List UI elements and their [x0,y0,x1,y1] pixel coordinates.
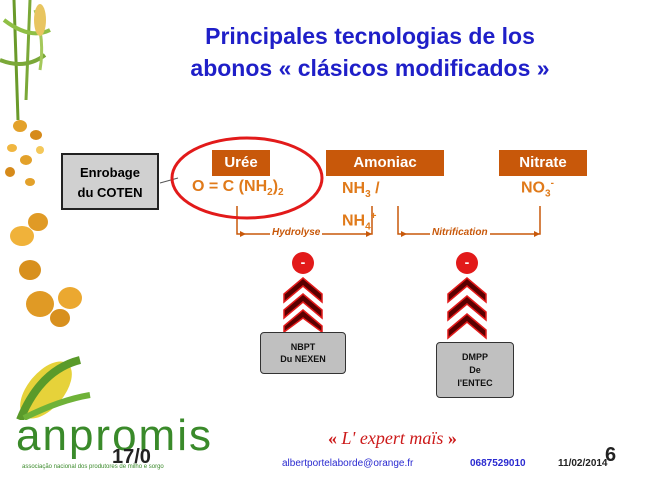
uree-formula-sub: 2 [267,187,273,199]
nitrate-formula-text: NO [521,179,545,197]
amoniac-formula-a: NH [342,180,366,197]
nitrate-formula-sup: - [550,178,554,189]
slogan-quote-close: » [447,428,457,448]
hydrolyse-label: Hydrolyse [270,227,323,238]
amoniac-formula-b: NH [342,212,366,230]
amoniac-label: Amoniac [326,150,444,176]
inhibitor-2-minus-icon: - [456,252,478,274]
amoniac-formula: NH3 / NH4+ [342,178,380,239]
amoniac-formula-b-sub: 4 [365,221,371,233]
corn-decoration-icon [0,0,91,420]
inhibitor-2-line-3: l'ENTEC [457,378,493,388]
inhibitor-2-box: DMPP De l'ENTEC [436,342,514,398]
uree-formula-end-sub: 2 [278,187,284,199]
nitrification-label: Nitrification [430,227,490,238]
nitrate-formula-sub: 3 [545,188,551,200]
uree-formula-text: O = C (NH [192,178,268,195]
uree-label: Urée [212,150,270,176]
inhibitor-2-line-2: De [469,365,481,375]
contact-email[interactable]: albertportelaborde@orange.fr [282,458,414,469]
amoniac-formula-b-sup: + [370,211,377,223]
slogan: « L' expert maïs » [328,428,457,449]
amoniac-formula-slash: / [370,180,380,197]
nitrate-formula: NO3- [521,178,554,200]
inhibitor-1-line-2: Du NEXEN [280,354,326,364]
inhibitor-1-chevron-up-icon [283,277,323,332]
inhibitor-1-box: NBPT Du NEXEN [260,332,346,374]
title-line-2: abonos « clásicos modificados » [190,55,550,81]
uree-formula-end: ) [272,178,279,195]
inhibitor-1-line-1: NBPT [290,342,316,352]
page-number: 6 [605,444,617,466]
coating-line-2: du COTEN [77,185,143,200]
page-title: Principales tecnologias de los abonos « … [110,20,630,84]
title-line-1: Principales tecnologias de los [205,23,535,49]
coating-label: Enrobage du COTEN [61,153,159,210]
logo-subtitle: associação nacional dos produtores de mi… [22,464,164,470]
inhibitor-2-line-1: DMPP [461,352,488,362]
amoniac-formula-a-sub: 3 [365,189,371,201]
highlight-circle [170,136,324,220]
slogan-text: L' expert maïs [341,428,444,448]
inhibitor-2-chevron-up-icon [447,277,487,340]
contact-phone: 0687529010 [470,458,526,469]
uree-formula: O = C (NH2)2 [192,178,284,198]
slogan-quote-open: « [328,428,337,448]
nitrate-label: Nitrate [499,150,587,176]
coating-line-1: Enrobage [80,165,140,180]
inhibitor-1-minus-icon: - [292,252,314,274]
slide-date: 11/02/2014 [558,458,608,469]
slide-counter: 17/0 [112,446,151,468]
anpromis-logo: anpromis [16,411,213,460]
